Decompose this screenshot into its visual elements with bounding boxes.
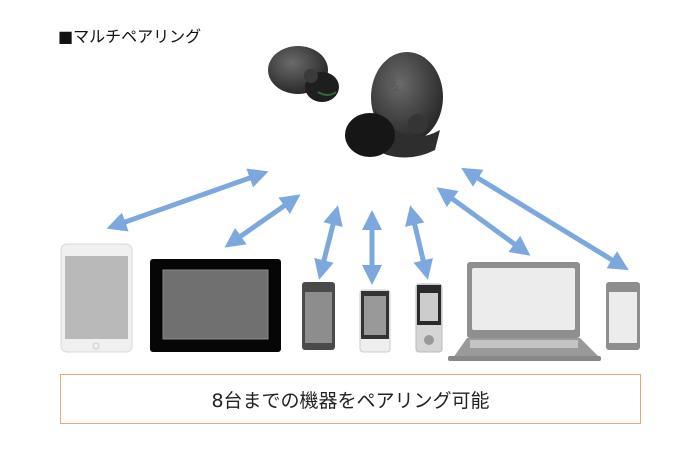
device-smartphone-2 <box>359 289 391 353</box>
device-smartphone-3 <box>606 282 640 350</box>
device-tablet-black <box>150 259 281 352</box>
earbud-left <box>268 46 339 102</box>
caption-box: 8台までの機器をペアリング可能 <box>60 374 641 424</box>
device-music-player <box>415 283 443 353</box>
device-tablet-white <box>60 243 133 353</box>
earbuds-image: SONY <box>268 46 443 158</box>
caption-text: 8台までの機器をペアリング可能 <box>211 389 490 412</box>
device-smartphone-1 <box>302 282 335 350</box>
arrow-music-player <box>405 205 433 280</box>
arrow-smartphone-3 <box>461 167 629 271</box>
arrow-tablet-white <box>106 168 269 232</box>
earbud-right: SONY <box>345 52 443 158</box>
device-laptop <box>448 262 601 361</box>
diagram-title: ■マルチペアリング <box>58 27 202 46</box>
arrow-tablet-black <box>224 194 301 248</box>
arrow-smartphone-1 <box>314 205 343 280</box>
